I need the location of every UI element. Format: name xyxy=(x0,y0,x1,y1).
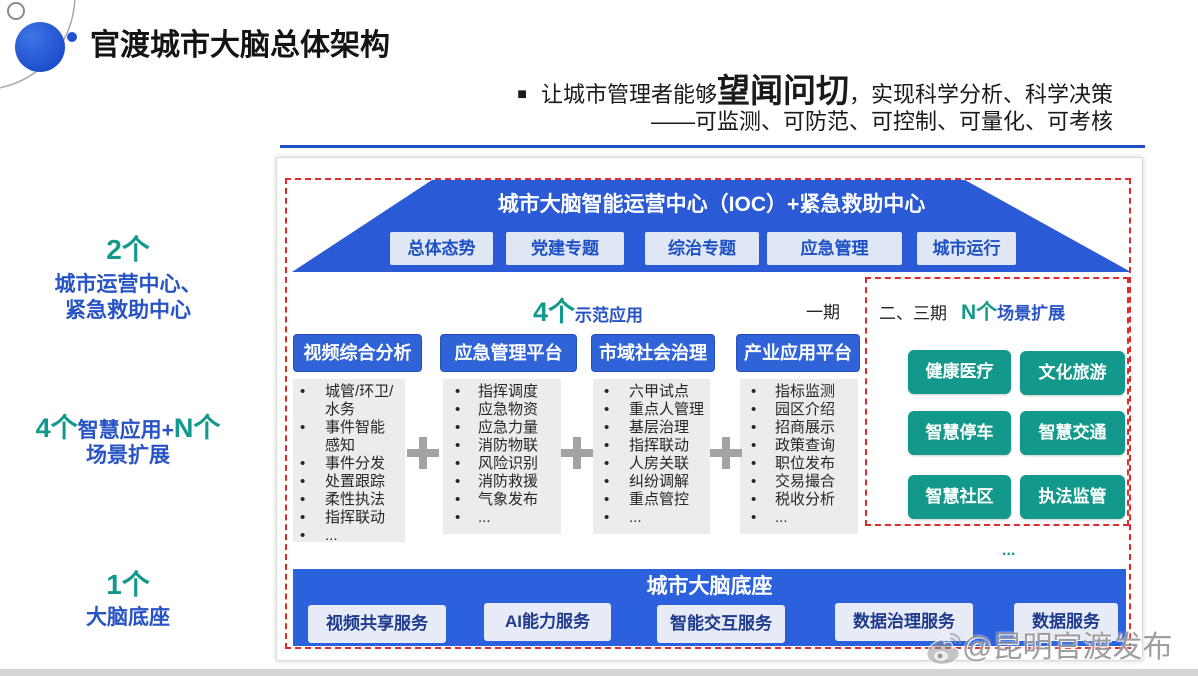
list-item: 指挥联动 xyxy=(593,437,710,455)
watermark-text: @昆明官渡发布 xyxy=(962,631,1173,664)
list-item: 指挥联动 xyxy=(293,509,397,527)
page-title: 官渡城市大脑总体架构 xyxy=(90,29,390,62)
ioc-label-line-1: 城市运营中心、 xyxy=(54,273,202,296)
apps-label-line-2: 场景扩展 xyxy=(86,444,170,467)
ioc-tab-city-operation: 城市运行 xyxy=(917,232,1016,265)
list-item: ... xyxy=(740,509,858,527)
list-item: 基层治理 xyxy=(593,419,710,437)
demo-apps-label: 示范应用 xyxy=(575,306,644,325)
brain-base-title: 城市大脑底座 xyxy=(646,575,773,598)
service-smart-interaction: 智能交互服务 xyxy=(657,605,785,643)
apps-count-b: N个 xyxy=(173,413,221,443)
app-feature-list-social-governance: 六甲试点 重点人管理 基层治理 指挥联动 人房关联 纠纷调解 重点管控 ... xyxy=(593,379,710,534)
scenario-more-ellipsis: ... xyxy=(1002,542,1016,559)
list-item: 风险识别 xyxy=(443,455,561,473)
plus-icon xyxy=(561,437,593,469)
apps-count-a: 4个 xyxy=(35,413,78,443)
list-item: 招商展示 xyxy=(740,419,858,437)
list-item: 事件分发 xyxy=(293,455,397,473)
scenario-smart-traffic: 智慧交通 xyxy=(1020,411,1125,455)
plus-icon xyxy=(407,437,439,469)
app-feature-list-emergency-platform: 指挥调度 应急物资 应急力量 消防物联 风险识别 消防救援 气象发布 ... xyxy=(443,379,561,534)
app-header-emergency-platform: 应急管理平台 xyxy=(440,334,577,372)
demo-apps-count: 4个 xyxy=(533,297,576,327)
scenario-label: 场景扩展 xyxy=(997,304,1066,323)
scenario-count: N个 xyxy=(961,301,998,324)
list-item: 事件智能感知 xyxy=(293,419,397,455)
slogan-emphasis: 望闻问切 xyxy=(716,72,849,109)
ioc-tab-party: 党建专题 xyxy=(506,232,624,265)
header-divider xyxy=(280,145,1145,148)
scenario-dashed-outline xyxy=(865,277,1129,526)
app-header-social-governance: 市域社会治理 xyxy=(591,334,715,372)
list-item: 税收分析 xyxy=(740,491,858,509)
overall-dashed-outline xyxy=(285,178,1131,649)
list-item: 指挥调度 xyxy=(443,383,561,401)
app-header-industry-platform: 产业应用平台 xyxy=(736,334,860,372)
phase-one-label: 一期 xyxy=(806,303,840,322)
slogan-suffix: ，实现科学分析、科学决策 xyxy=(848,82,1113,107)
list-item: 柔性执法 xyxy=(293,491,397,509)
list-item: 应急物资 xyxy=(443,401,561,419)
list-item: 人房关联 xyxy=(593,455,710,473)
slogan-line-1: ■ 让城市管理者能够望闻问切，实现科学分析、科学决策 xyxy=(517,70,1113,116)
list-item: 重点人管理 xyxy=(593,401,710,419)
apps-label-line-1: 4个智慧应用+N个 xyxy=(0,411,256,448)
ioc-title: 城市大脑智能运营中心（IOC）+紧急救助中心 xyxy=(497,193,926,216)
apps-label-middle: 智慧应用+ xyxy=(77,419,174,442)
square-bullet-icon: ■ xyxy=(517,86,527,103)
ioc-tab-overview: 总体态势 xyxy=(390,232,493,265)
scenario-health-care: 健康医疗 xyxy=(908,350,1011,394)
list-item: 城管/环卫/水务 xyxy=(293,383,397,419)
demo-apps-heading: 4个示范应用 xyxy=(533,295,643,334)
ioc-tab-governance: 综治专题 xyxy=(645,232,759,265)
scenario-phase-label: 二、三期 xyxy=(879,304,947,323)
scenario-heading: 二、三期 N个场景扩展 xyxy=(879,296,1065,332)
base-count-label: 1个 xyxy=(0,568,256,605)
weibo-logo-icon xyxy=(926,632,962,665)
list-item: 指标监测 xyxy=(740,383,858,401)
decorative-circles xyxy=(0,0,77,89)
app-feature-list-video-analysis: 城管/环卫/水务 事件智能感知 事件分发 处置跟踪 柔性执法 指挥联动 ... xyxy=(293,379,405,545)
scenario-smart-community: 智慧社区 xyxy=(908,475,1011,519)
list-item: 重点管控 xyxy=(593,491,710,509)
list-item: 应急力量 xyxy=(443,419,561,437)
scenario-smart-parking: 智慧停车 xyxy=(908,411,1011,455)
list-item: 园区介绍 xyxy=(740,401,858,419)
ioc-label-line-2: 紧急救助中心 xyxy=(65,299,191,322)
decor-small-ring xyxy=(7,2,25,20)
decor-blue-dot xyxy=(67,32,77,42)
list-item: 职位发布 xyxy=(740,455,858,473)
ioc-count: 2个 xyxy=(106,234,150,265)
list-item: 消防物联 xyxy=(443,437,561,455)
app-feature-list-industry-platform: 指标监测 园区介绍 招商展示 政策查询 职位发布 交易撮合 税收分析 ... xyxy=(740,379,858,534)
app-header-video-analysis: 视频综合分析 xyxy=(293,334,422,372)
scenario-culture-tourism: 文化旅游 xyxy=(1020,351,1125,395)
list-item: ... xyxy=(443,509,561,527)
base-count: 1个 xyxy=(106,569,150,600)
base-label: 大脑底座 xyxy=(86,606,170,629)
plus-icon xyxy=(710,437,742,469)
list-item: 交易撮合 xyxy=(740,473,858,491)
ioc-tab-emergency: 应急管理 xyxy=(767,232,902,265)
list-item: 纠纷调解 xyxy=(593,473,710,491)
scenario-law-enforcement: 执法监管 xyxy=(1020,475,1125,519)
slide-bottom-edge xyxy=(0,669,1198,676)
ioc-count-label: 2个 xyxy=(0,233,256,270)
service-data-governance: 数据治理服务 xyxy=(835,603,973,641)
list-item: ... xyxy=(593,509,710,527)
list-item: 六甲试点 xyxy=(593,383,710,401)
service-data: 数据服务 xyxy=(1014,603,1118,641)
slogan-prefix: 让城市管理者能够 xyxy=(540,82,717,107)
decor-blue-circle xyxy=(15,22,65,72)
list-item: ... xyxy=(293,527,397,545)
list-item: 气象发布 xyxy=(443,491,561,509)
list-item: 消防救援 xyxy=(443,473,561,491)
list-item: 政策查询 xyxy=(740,437,858,455)
slogan-line-2: ——可监测、可防范、可控制、可量化、可考核 xyxy=(650,109,1113,134)
service-video-sharing: 视频共享服务 xyxy=(308,605,446,643)
list-item: 处置跟踪 xyxy=(293,473,397,491)
service-ai-capability: AI能力服务 xyxy=(484,603,611,641)
